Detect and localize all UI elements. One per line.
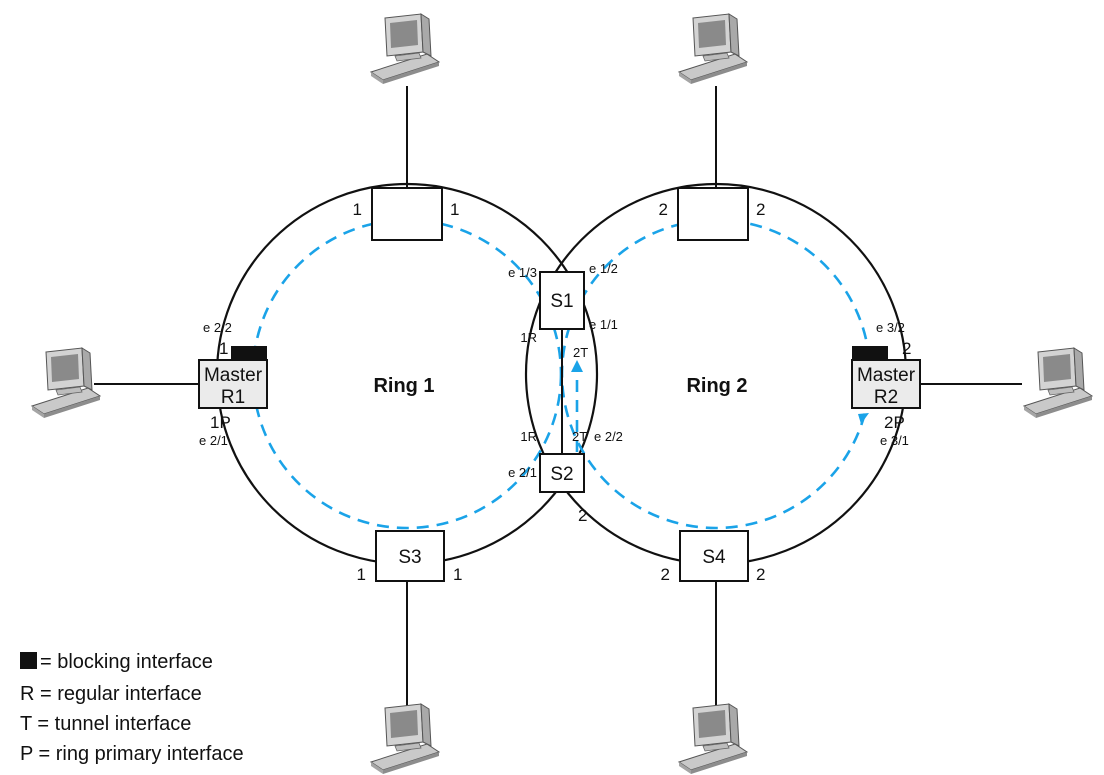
legend: = blocking interface R = regular interfa… <box>20 651 244 765</box>
computer-icon <box>1023 347 1093 419</box>
interface-label: e 1/3 <box>508 265 537 280</box>
arrowhead-icon <box>858 413 869 424</box>
interface-label: e 2/1 <box>508 465 537 480</box>
blocking-swatch-icon <box>20 652 37 669</box>
computer-icon <box>370 703 440 775</box>
master-r2 <box>851 359 921 409</box>
legend-regular: R = regular interface <box>20 683 202 705</box>
master-r1-line1: Master <box>204 365 263 386</box>
port-label: 1R <box>520 429 537 444</box>
s2-label: S2 <box>550 464 573 485</box>
switch-s4 <box>679 530 749 582</box>
port-label: 2 <box>756 200 765 219</box>
interface-label: e 1/2 <box>589 261 618 276</box>
master-r1-line2: R1 <box>221 387 245 408</box>
s1-label: S1 <box>550 291 573 312</box>
port-label: 2T <box>572 429 587 444</box>
computer-icon <box>678 703 748 775</box>
interface-label: e 3/1 <box>880 433 909 448</box>
port-label: 2T <box>573 345 588 360</box>
switch-s1 <box>539 271 585 330</box>
blocking-interface-r2 <box>852 346 888 360</box>
interface-label: e 2/2 <box>203 320 232 335</box>
port-label: 1 <box>357 565 366 584</box>
port-label: 2 <box>578 506 587 525</box>
switch-top-ring2 <box>677 187 749 241</box>
interface-label: e 2/2 <box>594 429 623 444</box>
port-label: 1R <box>520 330 537 345</box>
interface-label: e 1/1 <box>589 317 618 332</box>
port-label: 2P <box>884 413 905 432</box>
legend-primary: P = ring primary interface <box>20 743 244 765</box>
arrowhead-icon <box>571 360 583 372</box>
computer-icon <box>31 347 101 419</box>
port-label: 2 <box>661 565 670 584</box>
port-label: 2 <box>756 565 765 584</box>
ring-2-label: Ring 2 <box>686 375 747 397</box>
legend-blocking: = blocking interface <box>40 651 213 673</box>
master-r2-line2: R2 <box>874 387 898 408</box>
blocking-interface-r1 <box>231 346 267 360</box>
interface-label: e 2/1 <box>199 433 228 448</box>
ring-1-label: Ring 1 <box>373 375 434 397</box>
legend-tunnel: T = tunnel interface <box>20 713 191 735</box>
port-label: 1 <box>219 339 228 358</box>
switch-top-ring1 <box>371 187 443 241</box>
interface-label: e 3/2 <box>876 320 905 335</box>
computer-icon <box>678 13 748 85</box>
port-label: 1P <box>210 413 231 432</box>
master-r1 <box>198 359 268 409</box>
port-label: 2 <box>659 200 668 219</box>
switch-s2 <box>539 453 585 493</box>
port-label: 1 <box>450 200 459 219</box>
port-label: 1 <box>353 200 362 219</box>
port-label: 2 <box>902 339 911 358</box>
switch-s3 <box>375 530 445 582</box>
s4-label: S4 <box>702 547 726 568</box>
computer-icon <box>370 13 440 85</box>
port-label: 1 <box>453 565 462 584</box>
master-r2-line1: Master <box>857 365 916 386</box>
s3-label: S3 <box>398 547 421 568</box>
